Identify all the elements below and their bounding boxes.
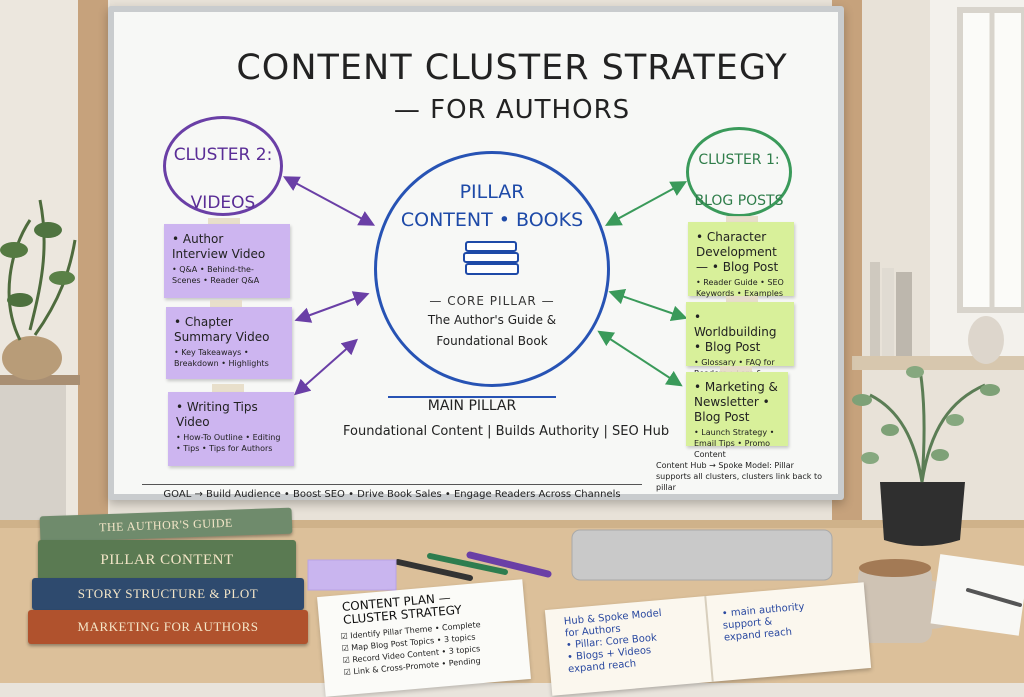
- sticky-note-worldbuilding: • Worldbuilding • Blog Post • Glossary •…: [686, 302, 794, 389]
- sticky-note-author-interview: • Author Interview Video • Q&A • Behind-…: [164, 224, 290, 298]
- goal-line: GOAL → Build Audience • Boost SEO • Driv…: [142, 484, 642, 500]
- note-title: • Character Development — • Blog Post: [696, 230, 779, 274]
- tape: [720, 366, 752, 375]
- content-plan-sheet: CONTENT PLAN — CLUSTER STRATEGY ☑ Identi…: [317, 579, 531, 697]
- core-pillar-label: — CORE PILLAR —: [429, 294, 555, 308]
- board-title: CONTENT CLUSTER STRATEGY: [236, 48, 788, 88]
- cluster-1-blog-posts: CLUSTER 1: BLOG POSTS: [686, 127, 792, 217]
- note-title: • Worldbuilding • Blog Post: [694, 310, 777, 354]
- cluster-1-name: BLOG POSTS: [694, 193, 784, 209]
- board-subtitle: — FOR AUTHORS: [393, 95, 631, 125]
- notebook-right-page: • main authority support & expand reach: [721, 597, 854, 644]
- sticky-note-marketing: • Marketing & Newsletter • Blog Post • L…: [686, 372, 788, 459]
- note-sub: • Reader Guide • SEO Keywords • Examples: [696, 278, 784, 298]
- cluster-2-name: VIDEOS: [190, 193, 256, 213]
- notebook-left-page: Hub & Spoke Model for Authors • Pillar: …: [563, 605, 698, 676]
- note-sub: • Launch Strategy • Email Tips • Promo C…: [694, 428, 775, 459]
- book-story-structure: STORY STRUCTURE & PLOT: [32, 578, 304, 610]
- notebook-spine: [704, 595, 714, 682]
- sticky-note-chapter-summary: • Chapter Summary Video • Key Takeaways …: [166, 307, 292, 379]
- tape: [210, 300, 242, 309]
- note-title: • Writing Tips Video: [176, 400, 258, 429]
- sticky-note-writing-tips: • Writing Tips Video • How-To Outline • …: [168, 392, 294, 466]
- tape: [208, 218, 240, 227]
- note-title: • Chapter Summary Video: [174, 315, 270, 344]
- book-pillar-content: PILLAR CONTENT: [38, 540, 296, 580]
- books-icon: [463, 241, 519, 275]
- main-pillar-label: MAIN PILLAR: [388, 396, 556, 414]
- pillar-content-circle: PILLAR CONTENT • BOOKS — CORE PILLAR — T…: [374, 151, 610, 387]
- book-marketing: MARKETING FOR AUTHORS: [28, 610, 308, 644]
- pillar-desc-2: Foundational Book: [436, 334, 548, 348]
- tape: [726, 296, 758, 305]
- tape: [726, 216, 758, 225]
- sticky-note-character-development: • Character Development — • Blog Post • …: [688, 222, 794, 298]
- pillar-title-2: CONTENT • BOOKS: [400, 209, 584, 231]
- tape: [212, 384, 244, 393]
- cluster-1-label: CLUSTER 1:: [698, 152, 780, 168]
- note-sub: • How-To Outline • Editing • Tips • Tips…: [176, 433, 281, 453]
- main-pillar-items: Foundational Content | Builds Authority …: [343, 424, 670, 439]
- note-sub: • Q&A • Behind-the-Scenes • Reader Q&A: [172, 265, 260, 285]
- pillar-desc-1: The Author's Guide &: [427, 313, 557, 327]
- note-sub: • Key Takeaways • Breakdown • Highlights: [174, 348, 269, 368]
- cluster-2-label: CLUSTER 2:: [173, 145, 273, 165]
- cluster-2-videos: CLUSTER 2: VIDEOS: [163, 116, 283, 216]
- note-title: • Author Interview Video: [172, 232, 266, 261]
- hub-spoke-note: Content Hub → Spoke Model: Pillar suppor…: [656, 461, 822, 492]
- note-title: • Marketing & Newsletter • Blog Post: [694, 380, 778, 424]
- pillar-title-1: PILLAR: [459, 181, 525, 203]
